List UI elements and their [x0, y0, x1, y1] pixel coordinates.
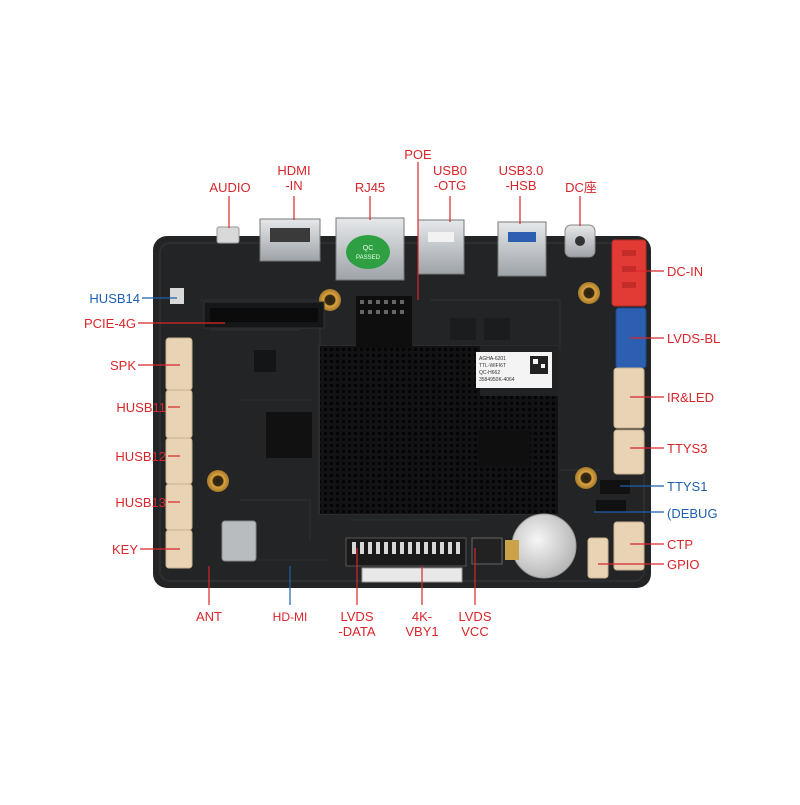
- label-hdmi-in-line2: -IN: [285, 178, 303, 193]
- vby1-connector: [361, 567, 463, 583]
- label-hdmi-in-line1: HDMI: [277, 163, 311, 178]
- ic-chip: [478, 430, 530, 466]
- left-connectors: [165, 337, 193, 569]
- label-lvds-data-line2: -DATA: [338, 624, 376, 639]
- wifi-module: [221, 520, 257, 562]
- qr-code: [530, 356, 548, 374]
- gpio-connector: [587, 537, 609, 579]
- debug-header: [596, 500, 626, 512]
- label-dc-socket: DC座: [565, 180, 597, 195]
- red-leader-lines: [138, 162, 664, 605]
- lvds-data-connector: [345, 537, 467, 567]
- label-ir-led: IR&LED: [667, 390, 714, 405]
- lvds-vcc-connector: [471, 537, 503, 565]
- label-husb14: HUSB14: [89, 291, 140, 306]
- label-usb3-line1: USB3.0: [498, 163, 544, 178]
- chip-label-2: TTL-WIFI6T: [479, 363, 506, 369]
- ttys3-connector: [613, 429, 645, 475]
- ctp-connector: [613, 521, 645, 571]
- pin-header: [356, 296, 412, 348]
- right-connectors: [587, 367, 645, 579]
- mount-hole: [207, 470, 229, 492]
- label-spk: SPK: [109, 358, 136, 373]
- label-ttys1: TTYS1: [667, 479, 708, 494]
- lvds-data-pins: [352, 542, 460, 554]
- label-hd-mi: HD-MI: [272, 610, 308, 624]
- label-ant: ANT: [196, 609, 222, 624]
- husb13-connector: [165, 483, 193, 531]
- chip-label-3: QC-H662: [479, 370, 500, 376]
- chip-label-1: AGHA-6201: [479, 356, 506, 362]
- label-ctp: CTP: [667, 537, 693, 552]
- label-hdmi-in: HDMI -IN: [264, 163, 324, 193]
- ir-led-connector: [613, 367, 645, 429]
- label-lvds-data-line1: LVDS: [340, 609, 374, 624]
- label-lvds-bl: LVDS-BL: [667, 331, 721, 346]
- label-4k-vby1-line2: VBY1: [405, 624, 439, 639]
- label-husb12: HUSB12: [115, 449, 166, 464]
- label-usb0-otg: USB0 -OTG: [420, 163, 480, 193]
- ic-chip: [450, 318, 476, 340]
- label-lvds-vcc: LVDS VCC: [445, 609, 505, 639]
- label-husb13: HUSB13: [115, 495, 166, 510]
- label-audio: AUDIO: [209, 180, 251, 195]
- pcb-traces: [200, 299, 600, 561]
- label-usb3: USB3.0 -HSB: [486, 163, 556, 193]
- label-ttys3: TTYS3: [667, 441, 708, 456]
- label-pcie-4g: PCIE-4G: [83, 316, 136, 331]
- label-lvds-vcc-line1: LVDS: [458, 609, 492, 624]
- label-4k-vby1-line1: 4K-: [411, 609, 433, 624]
- coin-battery: [511, 513, 577, 579]
- ttys1-header: [600, 480, 630, 494]
- battery-holder-tab: [505, 540, 519, 560]
- mount-hole: [578, 282, 600, 304]
- label-key: KEY: [111, 542, 138, 557]
- label-lvds-vcc-line2: VCC: [461, 624, 489, 639]
- label-usb3-line2: -HSB: [505, 178, 537, 193]
- label-rj45: RJ45: [354, 180, 386, 195]
- ic-chip: [266, 412, 312, 458]
- label-4k-vby1: 4K- VBY1: [392, 609, 452, 639]
- usb3-port: [497, 221, 547, 277]
- qc-sticker-text-2: PASSED: [356, 255, 381, 261]
- usb0-otg-port: [417, 219, 465, 275]
- label-debug: (DEBUG: [667, 506, 718, 521]
- husb12-connector: [165, 437, 193, 485]
- label-usb0-otg-line2: -OTG: [433, 178, 467, 193]
- dc-in-connector: [611, 239, 647, 307]
- pin-header-pins: [360, 300, 404, 314]
- husb14-connector: [170, 288, 184, 304]
- husb11-connector: [165, 389, 193, 439]
- audio-jack: [216, 226, 240, 244]
- label-usb0-otg-line1: USB0: [433, 163, 467, 178]
- label-husb11: HUSB11: [116, 400, 166, 415]
- blue-leader-lines: [142, 297, 664, 605]
- label-poe: POE: [404, 147, 432, 162]
- spk-connector: [165, 337, 193, 391]
- chip-label-4: 3584950K-4064: [479, 377, 515, 383]
- label-gpio: GPIO: [667, 557, 700, 572]
- label-dc-in: DC-IN: [667, 264, 704, 279]
- ic-chip: [254, 350, 276, 372]
- label-lvds-data: LVDS -DATA: [327, 609, 387, 639]
- qc-sticker: [346, 235, 390, 269]
- mount-hole: [575, 467, 597, 489]
- qc-sticker-text-1: QC: [363, 245, 374, 252]
- ic-chip: [484, 318, 510, 340]
